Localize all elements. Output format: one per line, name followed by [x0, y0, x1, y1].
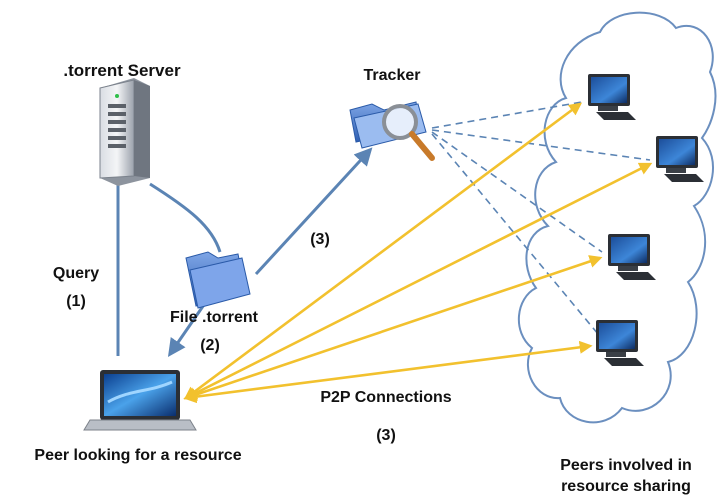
folder-magnifier-icon: [349, 101, 435, 161]
query-label: Query: [53, 265, 99, 282]
tracker-label: Tracker: [364, 67, 421, 84]
laptop-icon: [83, 370, 197, 431]
folder-icon: [185, 251, 251, 309]
server-to-file-curve: [149, 182, 222, 253]
server-tower-icon: [99, 78, 150, 186]
step1-label: (1): [66, 293, 86, 310]
peers-involved-label-line1: Peers involved in: [560, 457, 692, 474]
peer-label: Peer looking for a resource: [34, 447, 241, 464]
file-to-tracker-arrow: [254, 147, 373, 276]
desktop-computer-icon: [608, 234, 656, 280]
p2p-arrow-peer-4: [183, 340, 593, 404]
flow-arrows: [109, 147, 373, 357]
desktop-computer-icon: [596, 320, 644, 366]
p2p-connections-label: P2P Connections: [320, 389, 451, 406]
file-torrent-label: File .torrent: [170, 309, 259, 326]
desktop-computer-icon: [588, 74, 636, 120]
p2p-connections: [183, 102, 653, 404]
step3-tracker-label: (3): [310, 231, 330, 248]
step2-label: (2): [200, 337, 220, 354]
server-label: .torrent Server: [63, 61, 181, 80]
step3-p2p-label: (3): [376, 427, 396, 444]
desktop-computer-icon: [656, 136, 704, 182]
peers-involved-label-line2: resource sharing: [561, 478, 691, 495]
